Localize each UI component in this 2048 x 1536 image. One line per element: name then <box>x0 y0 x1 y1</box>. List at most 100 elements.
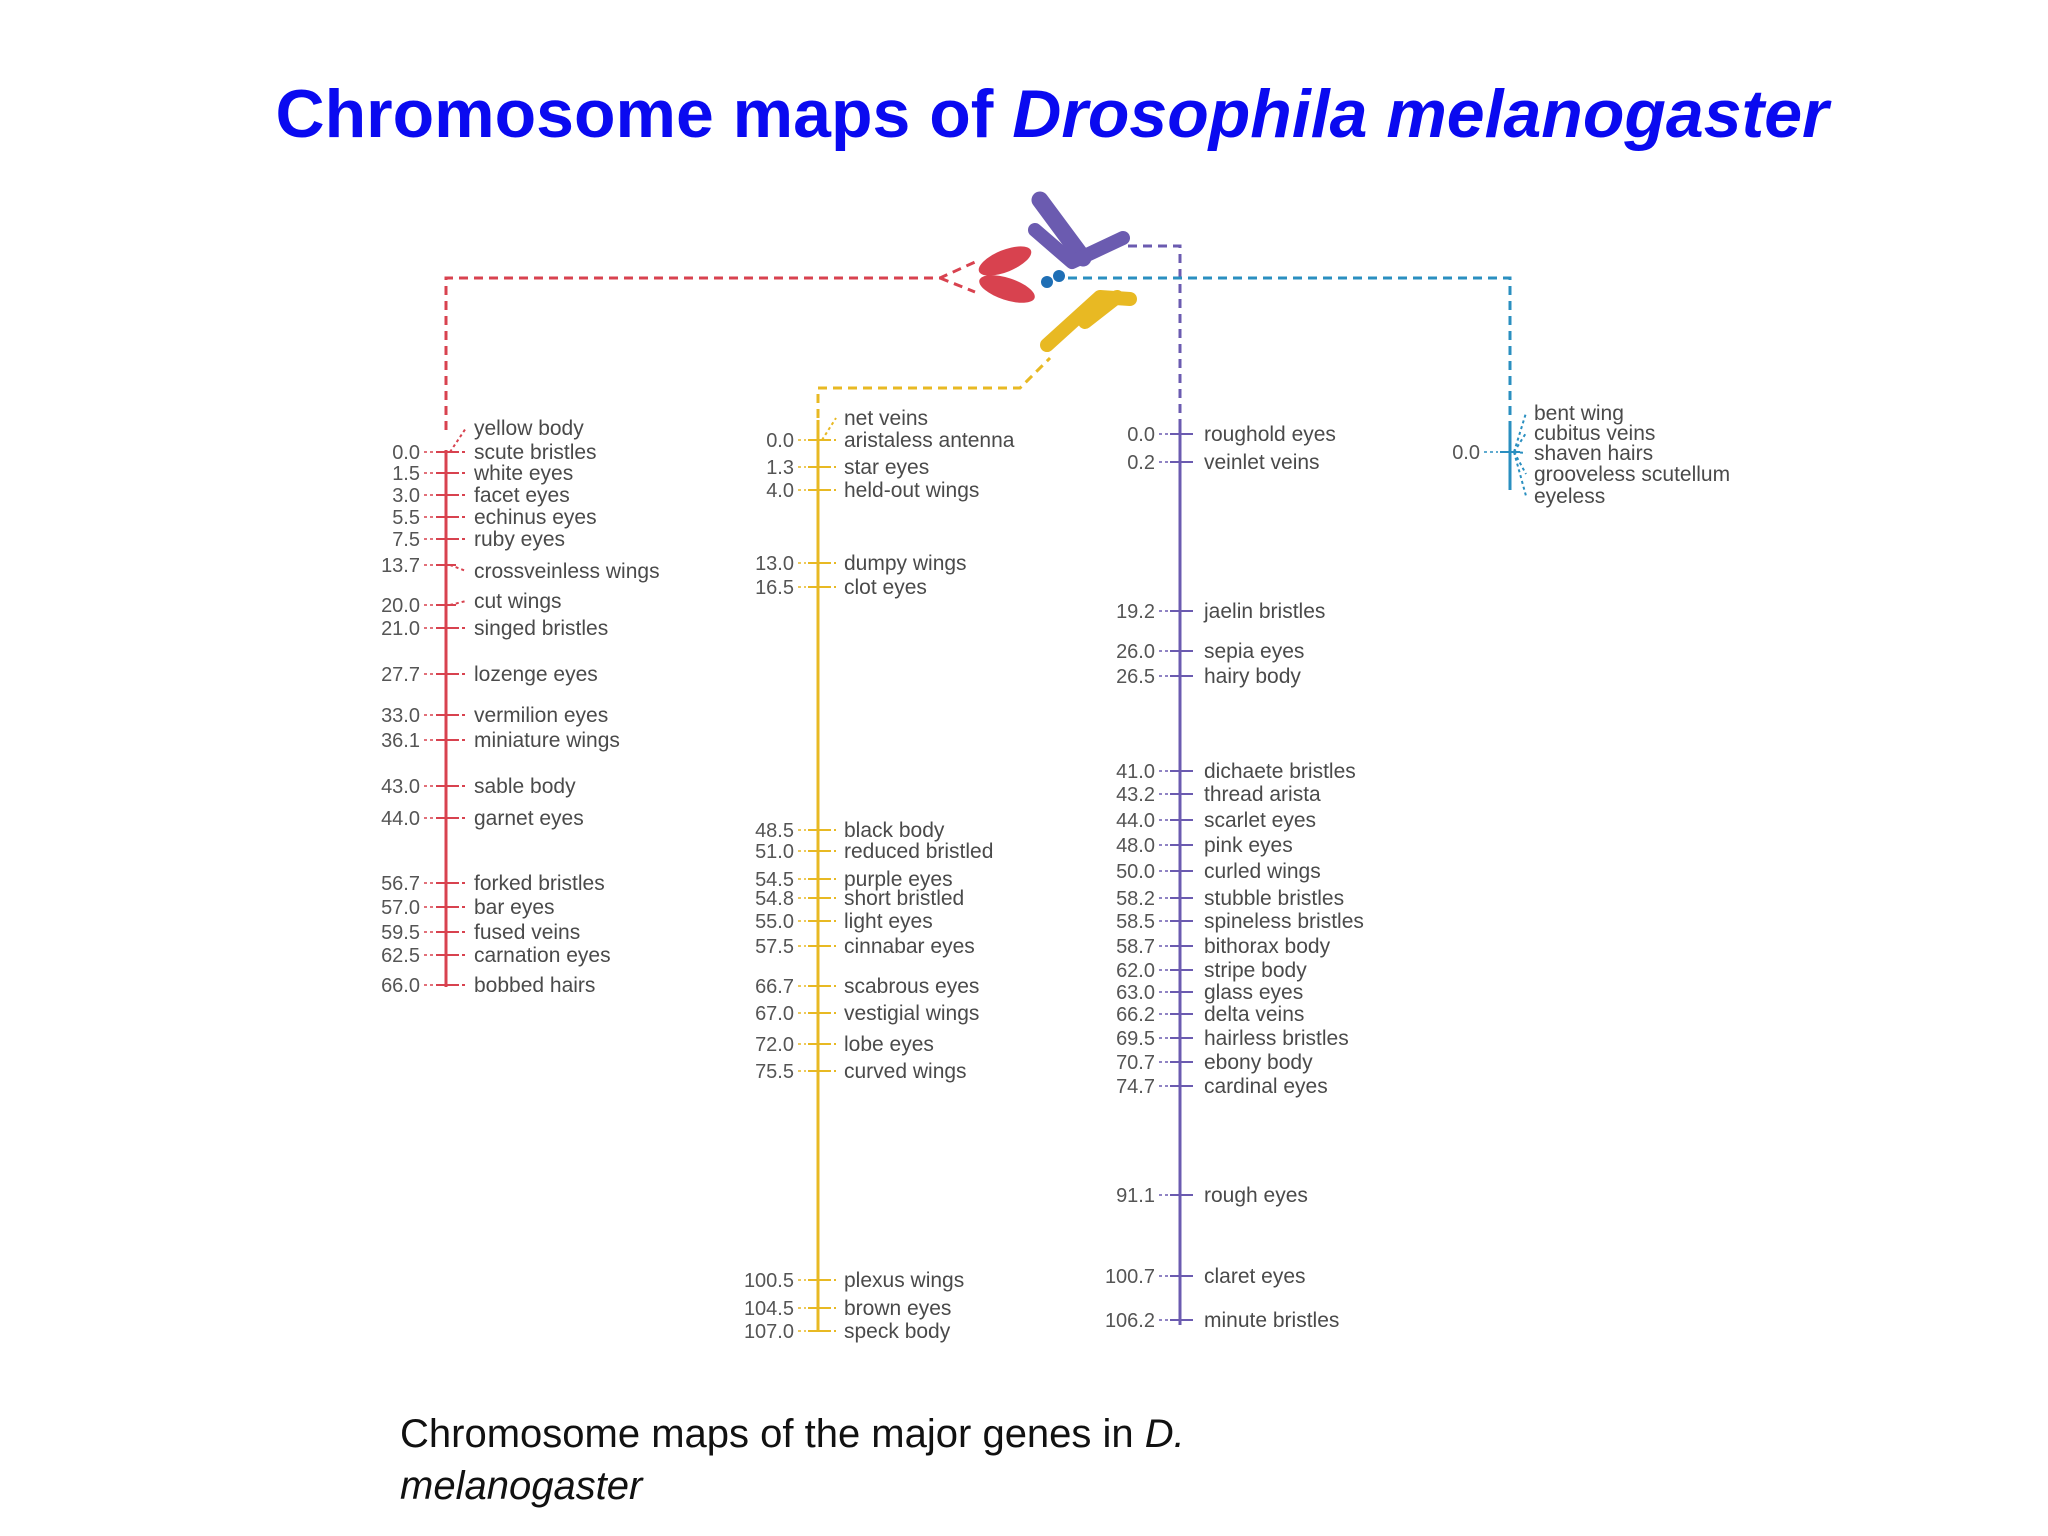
gene-label: aristaless antenna <box>844 429 1015 452</box>
map-position-label: 106.2 <box>1105 1310 1155 1332</box>
gene-label: glass eyes <box>1204 981 1303 1004</box>
map-position-label: 16.5 <box>755 577 794 599</box>
gene-label: singed bristles <box>474 617 608 640</box>
gene-label: crossveinless wings <box>474 560 660 583</box>
gene-label: grooveless scutellum <box>1534 463 1730 486</box>
map-position-label: 4.0 <box>766 480 794 502</box>
gene-leader <box>1513 412 1527 453</box>
chromosome-4-connector <box>1068 276 1512 422</box>
gene-leader <box>449 564 467 572</box>
map-position-label: 20.0 <box>381 595 420 617</box>
gene-label: shaven hairs <box>1534 442 1653 465</box>
caption: Chromosome maps of the major genes in D.… <box>400 1408 1400 1512</box>
map-position-label: 27.7 <box>381 664 420 686</box>
map-position-label: 13.0 <box>755 553 794 575</box>
map-position-label: 72.0 <box>755 1034 794 1056</box>
gene-label: jaelin bristles <box>1203 600 1325 623</box>
gene-label: yellow body <box>474 417 584 440</box>
gene-label: thread arista <box>1204 783 1321 806</box>
gene-leader <box>449 600 467 606</box>
gene-label: bent wing <box>1534 402 1624 425</box>
map-position-label: 104.5 <box>744 1298 794 1320</box>
map-position-label: 70.7 <box>1116 1052 1155 1074</box>
gene-label: miniature wings <box>474 729 620 752</box>
caption-species-line1: D. <box>1144 1412 1185 1456</box>
gene-label: stubble bristles <box>1204 887 1344 910</box>
map-position-label: 74.7 <box>1116 1076 1155 1098</box>
gene-label: light eyes <box>844 910 933 933</box>
gene-label: scarlet eyes <box>1204 809 1316 832</box>
gene-label: vermilion eyes <box>474 704 608 727</box>
chromosome-2-shape <box>1078 290 1124 329</box>
gene-label: delta veins <box>1204 1003 1304 1026</box>
gene-label: white eyes <box>473 462 573 485</box>
gene-label: cinnabar eyes <box>844 935 975 958</box>
connector-lines <box>444 244 1512 430</box>
gene-label: held-out wings <box>844 479 979 502</box>
gene-label: hairless bristles <box>1204 1027 1349 1050</box>
caption-main: Chromosome maps of the major genes in <box>400 1412 1145 1456</box>
map-position-label: 69.5 <box>1116 1028 1155 1050</box>
gene-label: ebony body <box>1204 1051 1313 1074</box>
gene-label: garnet eyes <box>474 807 584 830</box>
map-position-label: 41.0 <box>1116 761 1155 783</box>
map-position-label: 58.2 <box>1116 888 1155 910</box>
title-main: Chromosome maps of <box>275 76 1013 152</box>
map-position-label: 48.5 <box>755 820 794 842</box>
map-position-label: 91.1 <box>1116 1185 1155 1207</box>
map-position-label: 3.0 <box>392 485 420 507</box>
gene-label: roughold eyes <box>1204 423 1336 446</box>
gene-label: rough eyes <box>1204 1184 1308 1207</box>
map-position-label: 36.1 <box>381 730 420 752</box>
map-position-label: 0.0 <box>1127 424 1155 446</box>
chromosome-1-connector <box>444 260 976 430</box>
chromosome-3-connector <box>1128 244 1182 420</box>
gene-label: bobbed hairs <box>474 974 595 997</box>
gene-label: plexus wings <box>844 1269 964 1292</box>
map-position-label: 62.5 <box>381 945 420 967</box>
gene-label: brown eyes <box>844 1297 951 1320</box>
gene-label: cardinal eyes <box>1204 1075 1328 1098</box>
gene-leader <box>1513 432 1527 453</box>
map-position-label: 62.0 <box>1116 960 1155 982</box>
map-position-label: 66.0 <box>381 975 420 997</box>
gene-label: sable body <box>474 775 576 798</box>
chromosome-2-map: net veins 0.0 aristaless antenna star eyes 1… <box>744 407 1015 1343</box>
map-position-label: 1.5 <box>392 463 420 485</box>
gene-label: bar eyes <box>474 896 555 919</box>
gene-label: lozenge eyes <box>474 663 598 686</box>
chromosome-3-shape <box>1028 223 1130 269</box>
chromosome-3-shape <box>1031 191 1092 267</box>
gene-label: scabrous eyes <box>844 975 979 998</box>
chromosome-1-shape <box>978 246 1032 276</box>
gene-label: dichaete bristles <box>1204 760 1356 783</box>
gene-label: short bristled <box>844 887 964 910</box>
map-position-label: 66.2 <box>1116 1004 1155 1026</box>
map-position-label: 57.0 <box>381 897 420 919</box>
gene-label: hairy body <box>1204 665 1301 688</box>
map-position-label: 0.2 <box>1127 452 1155 474</box>
map-position-label: 58.5 <box>1116 911 1155 933</box>
gene-label: curled wings <box>1204 860 1321 883</box>
gene-label: bithorax body <box>1204 935 1331 958</box>
map-position-label: 0.0 <box>392 442 420 464</box>
map-position-label: 33.0 <box>381 705 420 727</box>
map-position-label: 57.5 <box>755 936 794 958</box>
gene-label: net veins <box>844 407 928 430</box>
map-position-label: 107.0 <box>744 1321 794 1343</box>
map-position-label: 55.0 <box>755 911 794 933</box>
map-position-label: 19.2 <box>1116 601 1155 623</box>
gene-label: purple eyes <box>844 868 953 891</box>
gene-label: stripe body <box>1204 959 1307 982</box>
gene-label: black body <box>844 819 945 842</box>
gene-label: speck body <box>844 1320 951 1343</box>
gene-label: star eyes <box>844 456 929 479</box>
gene-label: cut wings <box>474 590 562 613</box>
map-position-label: 0.0 <box>766 430 794 452</box>
map-position-label: 7.5 <box>392 529 420 551</box>
gene-label: ruby eyes <box>474 528 565 551</box>
map-position-label: 67.0 <box>755 1003 794 1025</box>
